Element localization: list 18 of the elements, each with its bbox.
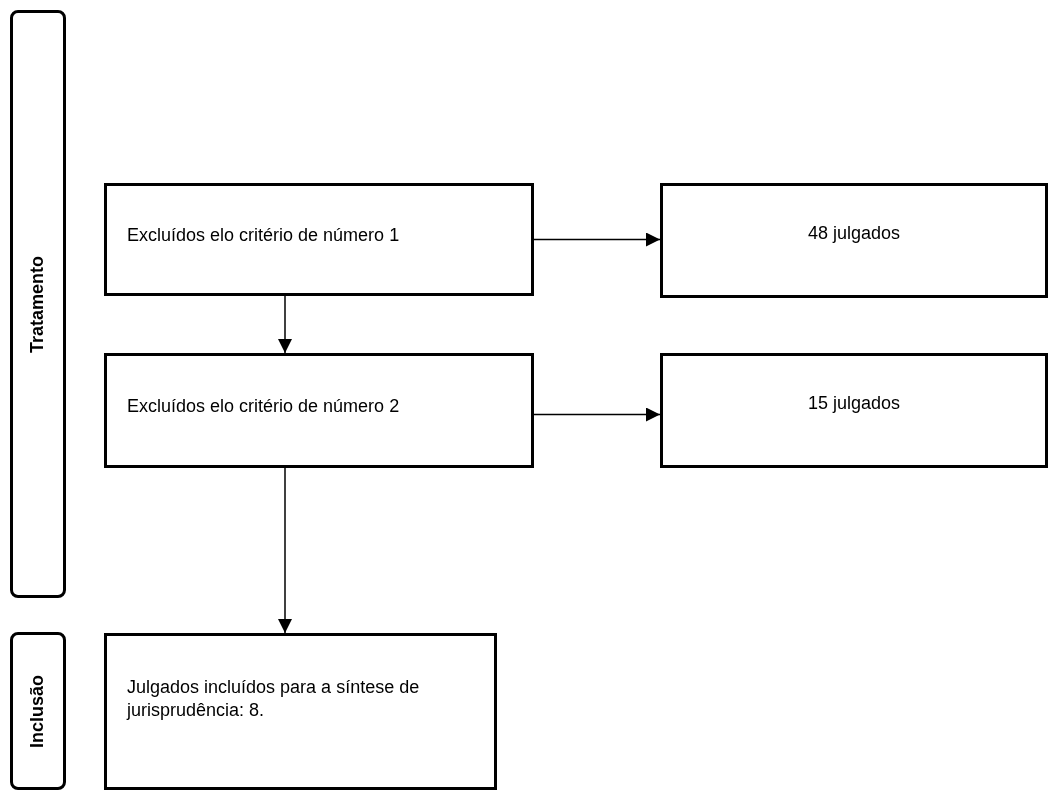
box-text: 15 julgados: [807, 392, 901, 415]
stage-band: [10, 632, 66, 790]
arrow: [533, 407, 661, 422]
arrow: [533, 232, 661, 247]
process-box: [660, 353, 1048, 468]
process-box: [660, 183, 1048, 298]
box-text: Excluídos elo critério de número 2: [127, 394, 400, 418]
box-text: Julgados incluídos para a síntese de jurisprudência: 8.: [127, 676, 421, 723]
box-text: 48 julgados: [807, 222, 901, 245]
stage-label: Tratamento: [26, 255, 49, 353]
arrow: [278, 467, 292, 634]
stage-label: Inclusão: [26, 674, 49, 748]
process-box: [104, 353, 534, 468]
stage-band: [10, 10, 66, 598]
box-text: Excluídos elo critério de número 1: [127, 223, 400, 247]
process-box: [104, 183, 534, 296]
process-box: [104, 633, 497, 790]
arrow: [278, 295, 292, 354]
